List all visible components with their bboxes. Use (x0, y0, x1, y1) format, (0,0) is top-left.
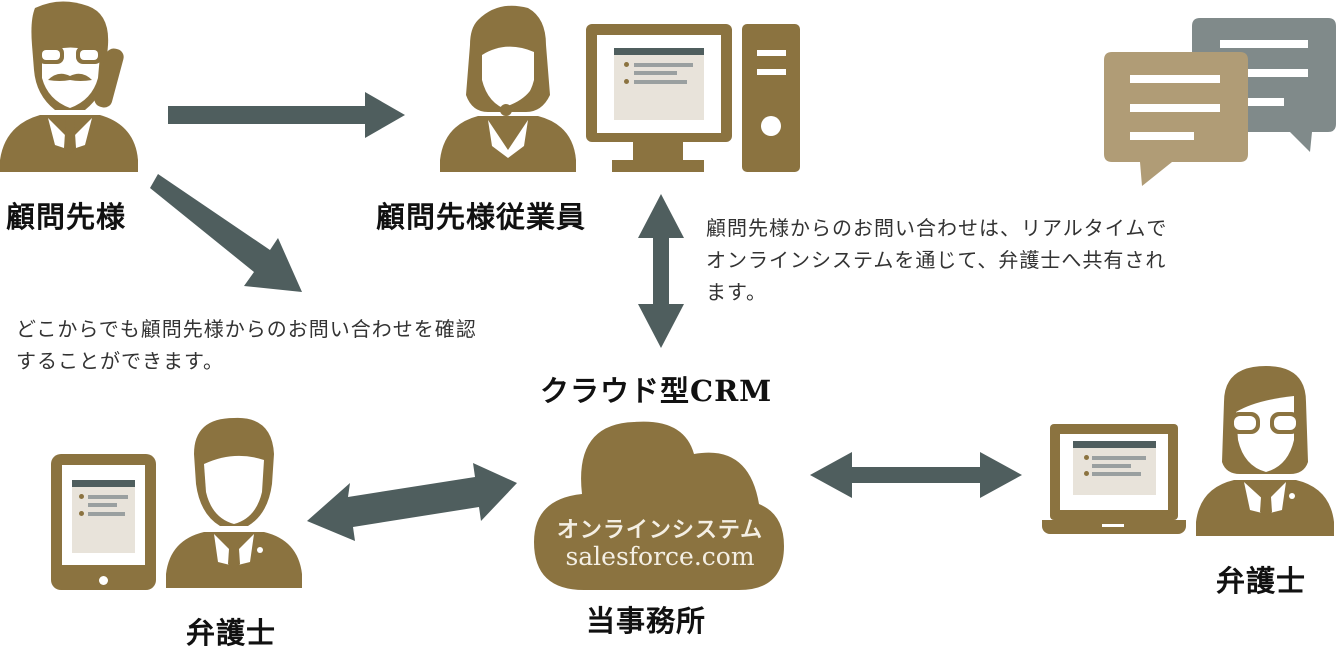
cloud-icon (534, 421, 784, 590)
client-employee-label: 顧問先様従業員 (376, 200, 587, 234)
arrow-employee-cloud (638, 194, 684, 348)
cloud-line-salesforce: salesforce.com (565, 542, 755, 571)
realtime-share-description: 顧問先様からのお問い合わせは、リアルタイムで オンラインシステムを通じて、弁護士… (706, 216, 1168, 304)
cloud-line-online-system: オンラインシステム (556, 517, 764, 543)
arrow-cloud-lawyer-right (810, 452, 1022, 498)
chat-bubbles-icon (1104, 18, 1336, 186)
anywhere-check-description: どこからでも顧問先様からのお問い合わせを確認 することができます。 (16, 317, 477, 373)
female-lawyer-icon (1196, 366, 1334, 536)
operator-headset-icon (440, 5, 576, 172)
arrow-client-to-employee (168, 92, 405, 138)
office-label: 当事務所 (586, 604, 707, 638)
arrow-cloud-lawyer-left (307, 463, 517, 541)
client-label: 顧問先様 (6, 200, 127, 234)
male-lawyer-icon (166, 417, 302, 588)
lawyer-left-label: 弁護士 (186, 616, 277, 650)
lawyer-right-label: 弁護士 (1216, 564, 1307, 598)
arrow-client-to-lawyers (150, 174, 302, 292)
client-with-phone-icon (0, 1, 138, 172)
cloud-crm-title: クラウド型CRM (540, 374, 773, 408)
